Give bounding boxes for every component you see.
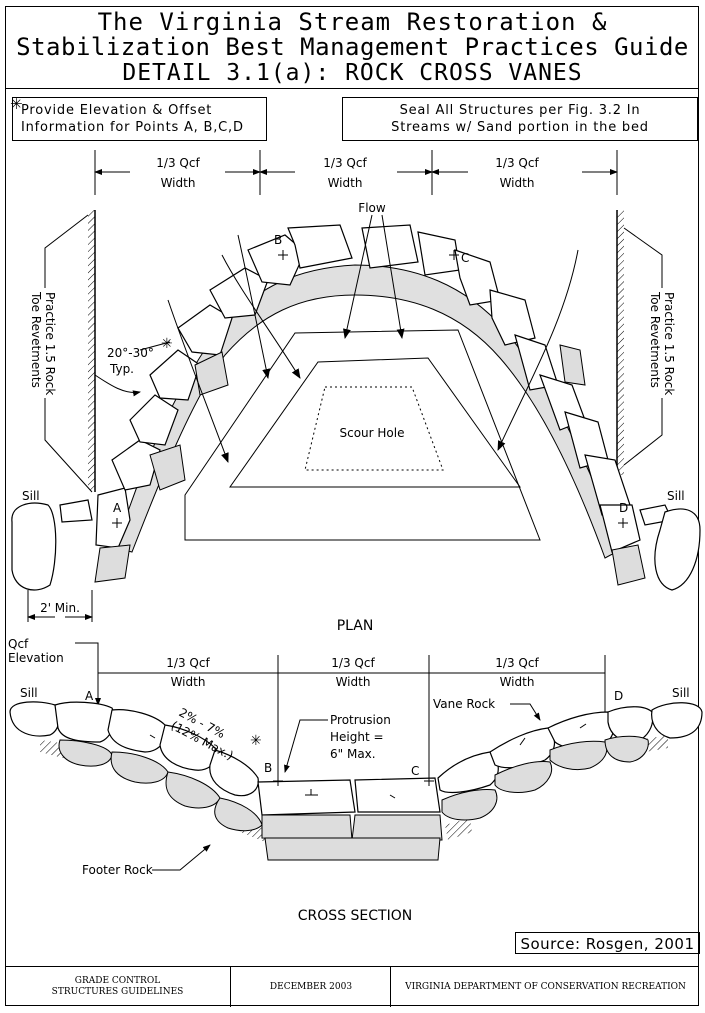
- plan-width-label-right: 1/3 Qcf: [495, 156, 539, 170]
- seal-note-line2: Streams w/ Sand portion in the bed: [391, 120, 649, 135]
- angle-asterisk-icon: ✳: [161, 336, 173, 352]
- vane-rocks-plan: [95, 224, 641, 553]
- cross-section-title: CROSS SECTION: [298, 908, 412, 924]
- sill-plan-left-label: Sill: [22, 489, 40, 503]
- xs-width-label-right: 1/3 Qcf: [495, 656, 539, 670]
- point-a-section: A: [85, 689, 94, 703]
- point-a-plan: A: [113, 501, 122, 515]
- title-block: GRADE CONTROL STRUCTURES GUIDELINES DECE…: [5, 966, 699, 1007]
- plan-width-dimensions: [94, 150, 618, 195]
- vane-rock-leader: [510, 703, 541, 721]
- xs-width-sub-left: Width: [171, 675, 206, 689]
- xs-width-label-mid: 1/3 Qcf: [331, 656, 375, 670]
- toe-revetment-left-line2: Toe Revetments: [29, 291, 43, 388]
- xs-width-sub-right: Width: [500, 675, 535, 689]
- title-line-1: The Virginia Stream Restoration &: [97, 8, 608, 36]
- vane-rock-label: Vane Rock: [433, 697, 495, 711]
- title-block-agency: VIRGINIA DEPARTMENT OF CONSERVATION RECR…: [390, 967, 700, 1007]
- protrusion-line1: Protrusion: [330, 713, 391, 727]
- protrusion-line2: Height =: [330, 730, 384, 744]
- angle-label-line1: 20°-30°: [107, 346, 154, 360]
- sill-section-left-label: Sill: [20, 686, 38, 700]
- left-streambank: [88, 210, 96, 492]
- min-distance-label: 2' Min.: [40, 601, 80, 615]
- qcf-elevation-line1: Qcf: [8, 637, 29, 651]
- xs-width-label-left: 1/3 Qcf: [166, 656, 210, 670]
- footer-rocks-plan: [94, 344, 646, 586]
- plan-width-sub-mid: Width: [328, 176, 363, 190]
- sill-rocks-plan: [11, 499, 701, 591]
- point-c-section: C: [411, 764, 419, 778]
- title-line-2: Stabilization Best Management Practices …: [16, 33, 689, 61]
- plan-width-sub-left: Width: [161, 176, 196, 190]
- guidelines-line2: STRUCTURES GUIDELINES: [51, 987, 184, 997]
- survey-point-markers-section: [273, 776, 434, 786]
- title-divider: [5, 88, 699, 89]
- toe-revetment-right-line2: Toe Revetments: [648, 291, 662, 388]
- scour-hole-label: Scour Hole: [340, 426, 405, 440]
- xs-width-sub-mid: Width: [336, 675, 371, 689]
- title-block-date: DECEMBER 2003: [230, 967, 391, 1007]
- footer-rock-label: Footer Rock: [82, 863, 153, 877]
- plan-width-sub-right: Width: [500, 176, 535, 190]
- survey-point-markers: [112, 250, 628, 528]
- source-credit: Source: Rosgen, 2001: [515, 932, 700, 954]
- vane-rock-band-inner: [115, 264, 621, 559]
- sill-plan-right-label: Sill: [667, 489, 685, 503]
- plan-section-title: PLAN: [337, 618, 374, 634]
- toe-revetment-leaders: [44, 214, 663, 493]
- vane-angle-indicator: [94, 341, 171, 397]
- guidelines-line1: GRADE CONTROL: [74, 976, 161, 986]
- point-d-plan: D: [619, 501, 628, 515]
- drawing-frame: [5, 6, 699, 1006]
- point-d-section: D: [614, 689, 623, 703]
- qcf-elevation-line2: Elevation: [8, 651, 64, 665]
- sill-section-right-label: Sill: [672, 686, 690, 700]
- footer-rock-leader: [152, 844, 211, 871]
- angle-label-line2: Typ.: [109, 362, 134, 376]
- toe-revetment-right-line1: Practice 1.5 Rock: [662, 292, 676, 395]
- slope-asterisk-icon: ✳: [250, 733, 262, 749]
- plan-width-label-mid: 1/3 Qcf: [323, 156, 367, 170]
- flow-label: Flow: [358, 201, 386, 215]
- seal-note: Seal All Structures per Fig. 3.2 In Stre…: [342, 97, 698, 141]
- elevation-note-line1: Provide Elevation & Offset: [21, 103, 213, 118]
- min-distance-dimension: [27, 590, 93, 622]
- elevation-note: ✳ Provide Elevation & Offset Information…: [10, 95, 267, 141]
- title-block-guidelines: GRADE CONTROL STRUCTURES GUIDELINES: [5, 967, 230, 1007]
- protrusion-line3: 6" Max.: [330, 747, 376, 761]
- seal-note-line1: Seal All Structures per Fig. 3.2 In: [399, 103, 641, 118]
- elevation-note-line2: Information for Points A, B,C,D: [21, 120, 244, 135]
- qcf-elevation-leader: [75, 642, 101, 706]
- vane-rocks-section: [9, 701, 703, 816]
- toe-revetment-left-line1: Practice 1.5 Rock: [43, 292, 57, 395]
- point-c-plan: C: [461, 251, 469, 265]
- flow-arrows: [167, 214, 579, 463]
- asterisk-icon: ✳: [10, 95, 24, 113]
- detail-title: DETAIL 3.1(a): ROCK CROSS VANES: [122, 60, 583, 86]
- plan-width-label-left: 1/3 Qcf: [156, 156, 200, 170]
- right-streambank: [616, 210, 624, 475]
- cross-section-width-dimensions: [97, 655, 606, 780]
- point-b-section: B: [264, 761, 272, 775]
- footer-rocks-section: [58, 735, 649, 861]
- rock-texture-marks: [149, 723, 587, 799]
- protrusion-leader: [284, 719, 328, 773]
- point-b-plan: B: [274, 233, 282, 247]
- scour-hole-outlines: [184, 329, 541, 541]
